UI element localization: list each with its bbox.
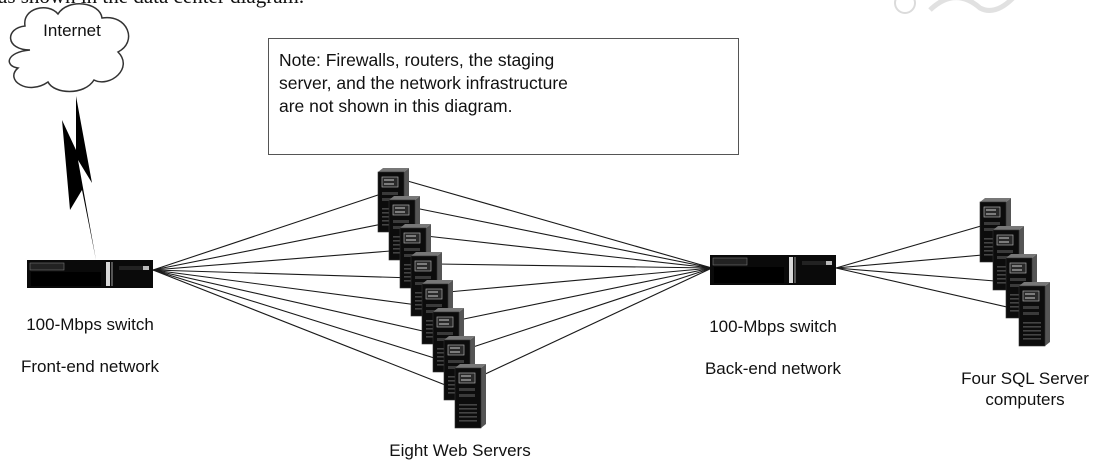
web-server-8-icon — [454, 364, 486, 429]
sql-server-4-icon — [1018, 282, 1050, 347]
front-end-switch-label: 100-Mbps switch Front-end network — [5, 293, 175, 398]
back-link-2 — [414, 207, 713, 269]
sql-link-2 — [835, 253, 995, 269]
back-link-5 — [447, 267, 713, 293]
front-link-1 — [152, 193, 382, 271]
sql-link-1 — [835, 225, 982, 269]
front-link-8 — [152, 269, 459, 391]
back-link-6 — [458, 267, 713, 321]
front-link-6 — [152, 269, 437, 335]
web-servers-group — [377, 168, 486, 429]
front-end-switch-network: Front-end network — [21, 357, 159, 376]
note-box: Note: Firewalls, routers, the staging se… — [268, 38, 739, 155]
intro-text-fragment: as shown in the data center diagram. — [0, 0, 304, 9]
web-servers-label: Eight Web Servers — [389, 441, 531, 460]
internet-label: Internet — [43, 21, 101, 40]
note-text: Note: Firewalls, routers, the staging se… — [279, 50, 568, 116]
back-link-7 — [469, 267, 713, 349]
front-link-7 — [152, 269, 448, 363]
sql-servers-label: Four SQL Server computers — [961, 369, 1089, 409]
sql-servers-group — [979, 198, 1050, 347]
back-link-8 — [480, 267, 713, 377]
lightning-bolt-icon — [62, 96, 96, 260]
front-link-5 — [152, 269, 426, 307]
front-link-3 — [152, 249, 404, 271]
back-link-4 — [436, 263, 713, 269]
cloud-icon — [8, 3, 130, 93]
back-link-1 — [403, 179, 713, 269]
front-end-switch-icon — [27, 260, 153, 288]
front-link-2 — [152, 221, 393, 271]
back-end-switch-network: Back-end network — [704, 359, 842, 378]
watermark-logo — [894, 0, 1015, 14]
back-end-switch-speed: 100-Mbps switch — [709, 317, 837, 336]
back-end-switch-icon — [710, 255, 836, 285]
sql-link-4 — [835, 267, 1021, 311]
back-end-switch-label: 100-Mbps switch Back-end network — [688, 295, 858, 400]
front-end-switch-speed: 100-Mbps switch — [26, 315, 154, 334]
sql-links — [835, 225, 1021, 311]
sql-link-3 — [835, 267, 1008, 283]
front-end-links — [152, 193, 459, 391]
front-link-4 — [152, 269, 415, 279]
back-link-3 — [425, 235, 713, 269]
back-end-links — [403, 179, 713, 377]
